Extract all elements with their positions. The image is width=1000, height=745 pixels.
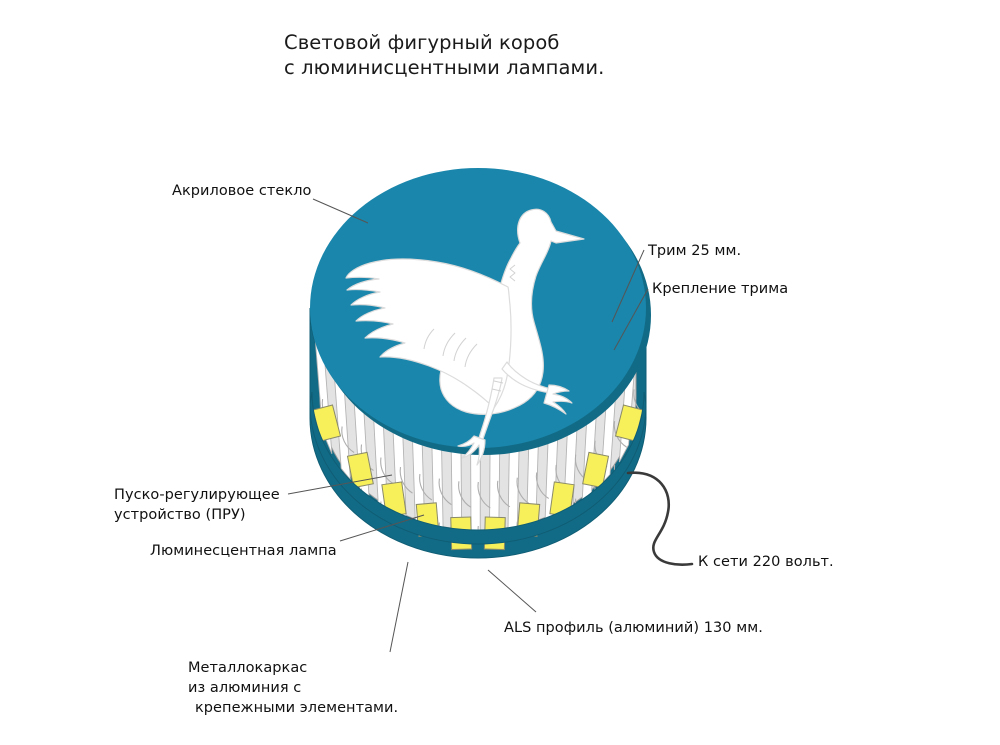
frame-arc — [399, 467, 413, 494]
label-fluorescent-lamp: Люминесцентная лампа — [150, 543, 337, 559]
page-title: Световой фигурный короб с люминисцентным… — [284, 30, 604, 80]
ballast-unit — [582, 451, 610, 489]
label-ballast-device: Пуско-регулирующее устройство (ПРУ) — [114, 485, 280, 525]
leader-frame — [389, 561, 409, 653]
label-trim-25mm: Трим 25 мм. — [648, 243, 742, 259]
label-frame-line-3: крепежными элементами. — [195, 700, 399, 716]
label-acrylic-glass: Акриловое стекло — [172, 183, 312, 199]
frame-arc — [438, 522, 452, 530]
leader-als — [487, 569, 537, 613]
label-trim-mount: Крепление трима — [652, 281, 789, 297]
leader-lines — [287, 198, 649, 653]
label-ballast-line-2: устройство (ПРУ) — [114, 507, 246, 523]
leader-trim — [611, 249, 645, 323]
frame-arc — [458, 481, 472, 508]
ballast-unit — [346, 451, 374, 489]
frame-arc — [496, 480, 511, 508]
label-frame-line-2: из алюминия с — [188, 680, 302, 696]
frame-arc — [477, 525, 491, 530]
frame-arc — [516, 477, 530, 505]
frame-arc — [380, 457, 394, 484]
power-cord — [626, 471, 694, 566]
frame-arc — [341, 426, 355, 453]
frame-arc — [516, 521, 530, 530]
label-metal-frame: Металлокаркас из алюминия с крепежными э… — [188, 658, 398, 718]
cabinet-body — [309, 305, 647, 559]
leader-trim-mount — [613, 288, 649, 351]
label-als-profile: ALS профиль (алюминий) 130 мм. — [504, 620, 763, 636]
label-ballast-line-1: Пуско-регулирующее — [114, 487, 280, 503]
label-mains-220v: К сети 220 вольт. — [698, 554, 834, 570]
leader-acrylic — [312, 198, 369, 224]
heron-icon — [345, 208, 585, 466]
label-frame-line-1: Металлокаркас — [188, 660, 308, 676]
ballast-ballast-unit — [346, 451, 374, 489]
frame-arc — [419, 473, 433, 501]
leader-pru — [287, 474, 393, 495]
frame-arc — [633, 389, 644, 416]
frame-arc — [535, 472, 549, 499]
title-line-1: Световой фигурный короб — [284, 31, 560, 54]
frame-arc — [438, 478, 452, 506]
acrylic-face — [310, 168, 651, 466]
frame-arc — [477, 481, 491, 509]
bottom-rim-band — [309, 391, 647, 545]
leader-lamp — [339, 514, 425, 542]
ballast-ballast-unit — [582, 451, 610, 489]
title-line-2: с люминисцентными лампами. — [284, 56, 605, 79]
